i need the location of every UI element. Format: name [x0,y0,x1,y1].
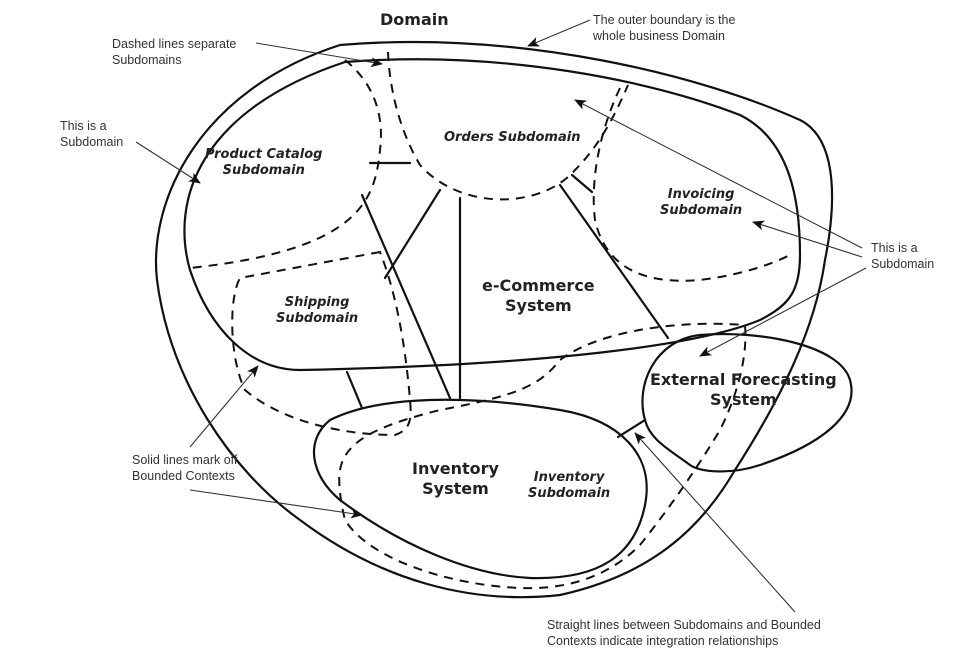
annotation-pointer-subdomain-orders [574,99,863,249]
orders-subdomain-label: Orders Subdomain [444,130,581,145]
annotation-pointer-subdomain-left [135,141,201,184]
inventory-subdomain-boundary [338,322,747,590]
annotation-subdomain-right: This is a Subdomain [871,241,935,272]
shipping-subdomain-label: Shipping Subdomain [276,295,359,327]
domain-boundary [154,40,834,599]
annotation-pointer-solid-lines-lower [189,489,363,519]
inventory-subdomain-label: Inventory Subdomain [528,470,611,502]
annotation-subdomain-left: This is a Subdomain [60,119,124,150]
ecommerce-bounded-context [183,58,802,372]
annotation-pointer-outer-boundary [527,19,591,47]
external-forecasting-bounded-context [641,332,853,473]
product-catalog-subdomain-divider [189,59,382,269]
invoicing-subdomain-label: Invoicing Subdomain [660,187,743,219]
annotation-pointer-subdomain-forecasting [699,267,867,357]
annotation-pointer-dashed-lines [255,42,383,68]
integration-line-shipping-inventory [345,370,364,410]
annotation-pointer-subdomain-invoicing [752,220,863,258]
annotation-pointer-solid-lines-upper [189,365,259,448]
integration-line-inventory-forecasting [616,418,647,439]
shipping-subdomain-boundary [231,250,412,437]
annotation-dashed-lines: Dashed lines separate Subdomains [112,37,237,68]
integration-line-catalog-inventory [360,193,452,400]
annotation-solid-lines: Solid lines mark off Bounded Contexts [132,453,238,484]
annotation-outer-boundary: The outer boundary is the whole business… [593,13,736,44]
integration-line-invoicing-forecasting [558,183,670,340]
inventory-system-label: Inventory System [412,459,499,498]
ecommerce-system-label: e-Commerce System [482,276,595,315]
invoicing-subdomain-boundary [592,87,791,282]
external-forecasting-system-label: External Forecasting System [650,370,837,409]
annotation-straight-lines: Straight lines between Subdomains and Bo… [547,618,821,649]
integration-line-invoicing-tick [570,173,594,194]
product-catalog-subdomain-label: Product Catalog Subdomain [205,147,323,179]
annotation-pointer-straight-lines [634,432,796,613]
domain-title: Domain [380,10,449,29]
integration-line-orders-shipping [383,188,442,280]
